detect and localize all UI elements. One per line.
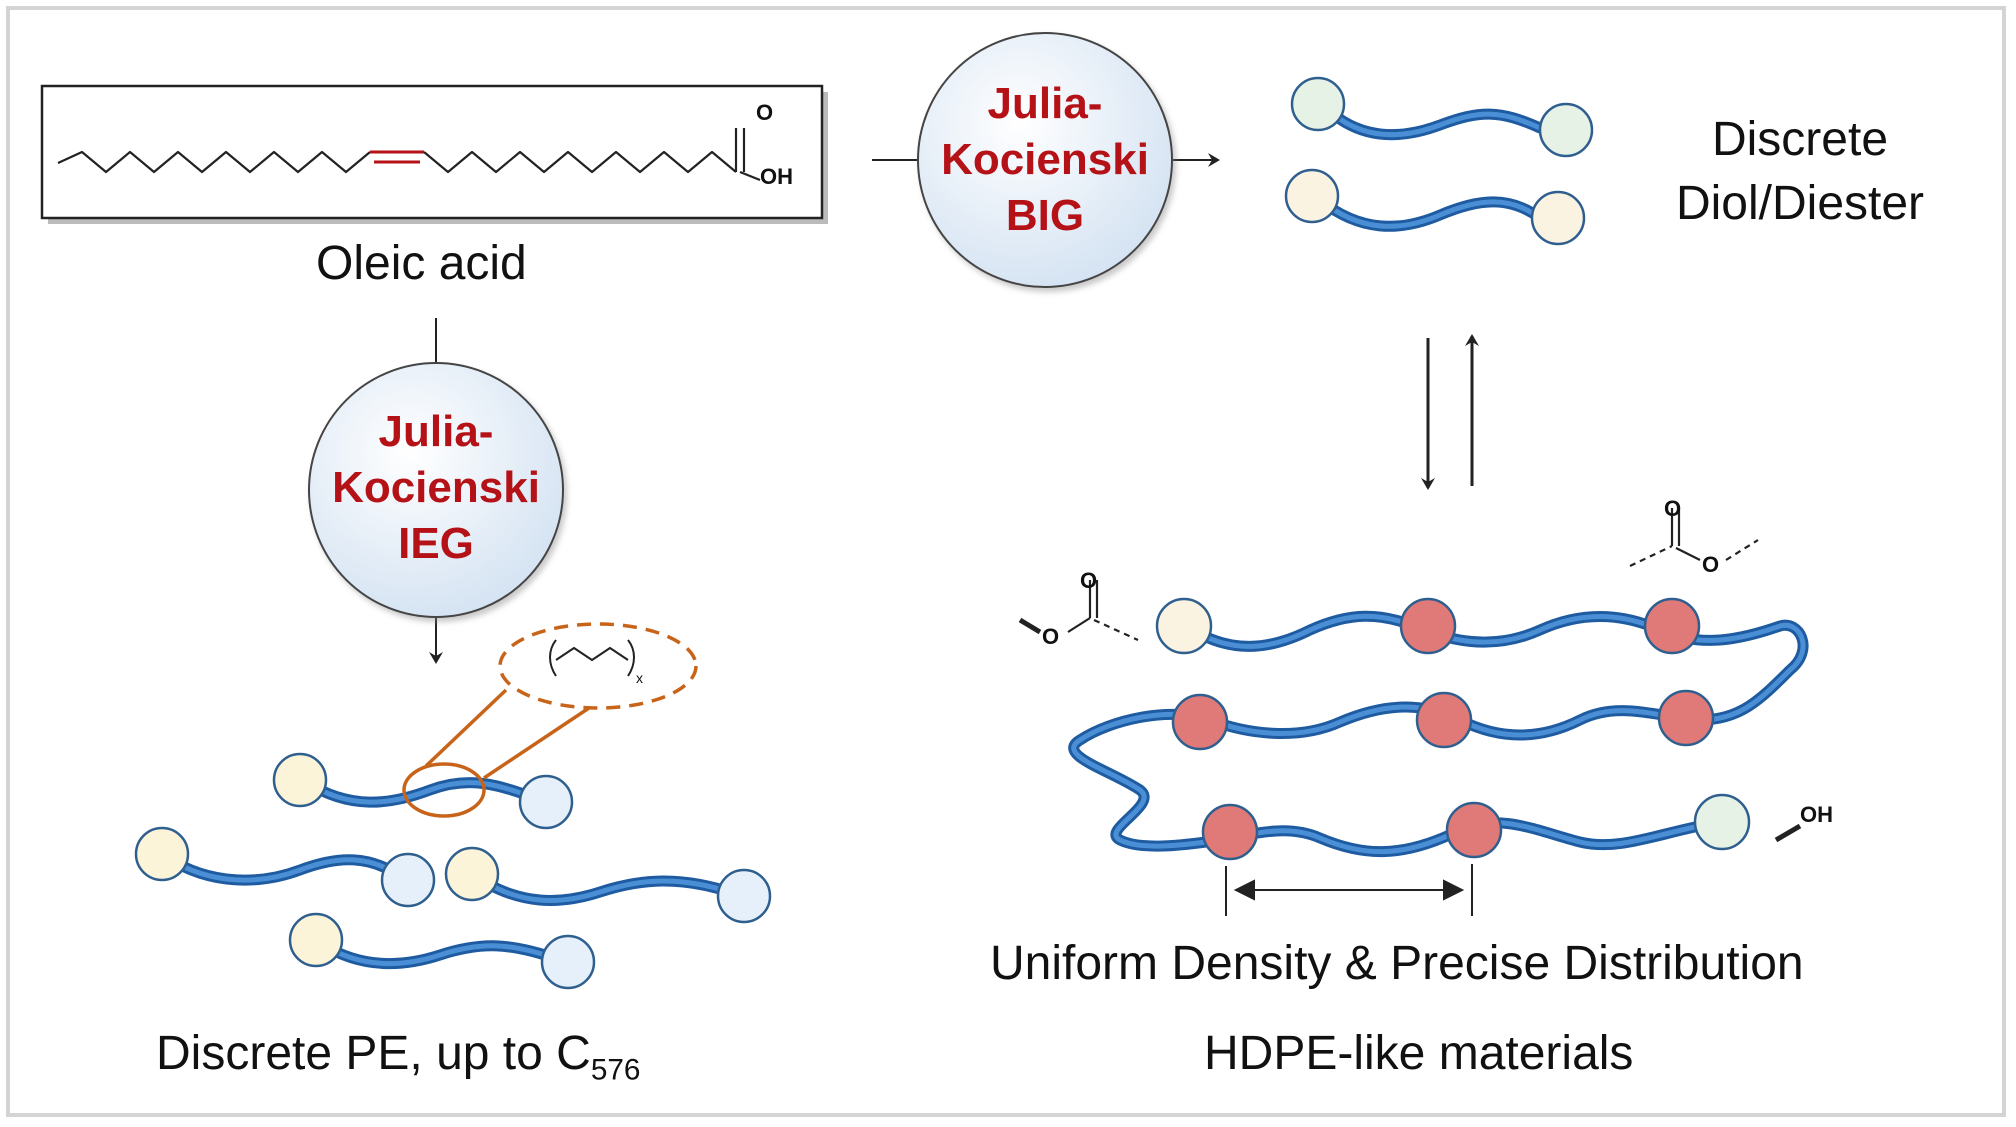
pe-chain-3 (444, 846, 772, 924)
diol-line1: Discrete (1711, 113, 1889, 166)
ester-right-carbonyl-o: O (1664, 496, 1682, 521)
zoom-callout (402, 622, 698, 818)
ieg-reaction-bubble (308, 362, 564, 618)
hdpe-like-label: HDPE-like materials (1204, 1027, 1634, 1080)
oleic-hydroxyl: OH (760, 164, 793, 189)
big-line1: Julia- (987, 79, 1103, 128)
discrete-pe-text: Discrete PE, up to C (156, 1027, 591, 1080)
ieg-line3: IEG (398, 519, 474, 568)
big-line3: BIG (1005, 191, 1085, 240)
discrete-pe-label: Discrete PE, up to C576 (156, 1026, 640, 1088)
big-line2: Kocienski (941, 135, 1149, 184)
hdpe-folded-chain (1068, 597, 1809, 858)
oleic-carbonyl-o: O (756, 100, 774, 125)
ieg-line2: Kocienski (332, 463, 540, 512)
discrete-diester-chain (1284, 168, 1586, 246)
uniform-density-label: Uniform Density & Precise Distribution (990, 937, 1804, 990)
pe-chain-2 (134, 826, 436, 908)
ester-group-right (1629, 508, 1759, 567)
spacing-indicator (1225, 864, 1473, 916)
terminal-oh-bond (1774, 823, 1802, 843)
big-reaction-label: Julia- Kocienski BIG (918, 76, 1172, 244)
terminal-oh: OH (1800, 802, 1833, 827)
big-reaction-bubble (917, 32, 1173, 288)
ester-group-left (1018, 580, 1139, 642)
hdpe-nodes (1171, 597, 1751, 861)
ieg-line1: Julia- (378, 407, 494, 456)
oleic-acid-structure-box (40, 84, 828, 224)
discrete-pe-subscript: 576 (590, 1053, 641, 1087)
repeat-index: x (636, 670, 643, 686)
discrete-diol-chain (1290, 76, 1594, 158)
diol-line2: Diol/Diester (1675, 177, 1925, 230)
ester-left-carbonyl-o: O (1080, 568, 1098, 593)
ester-right-ether-o: O (1702, 552, 1720, 577)
ieg-reaction-label: Julia- Kocienski IEG (309, 404, 563, 572)
discrete-diol-diester-label: Discrete Diol/Diester (1640, 108, 1960, 236)
oleic-acid-label: Oleic acid (316, 237, 527, 290)
pe-chain-4 (288, 912, 596, 990)
ester-left-ether-o: O (1042, 624, 1060, 649)
pe-chain-1 (272, 752, 574, 830)
oleic-acid-skeleton (57, 128, 761, 182)
